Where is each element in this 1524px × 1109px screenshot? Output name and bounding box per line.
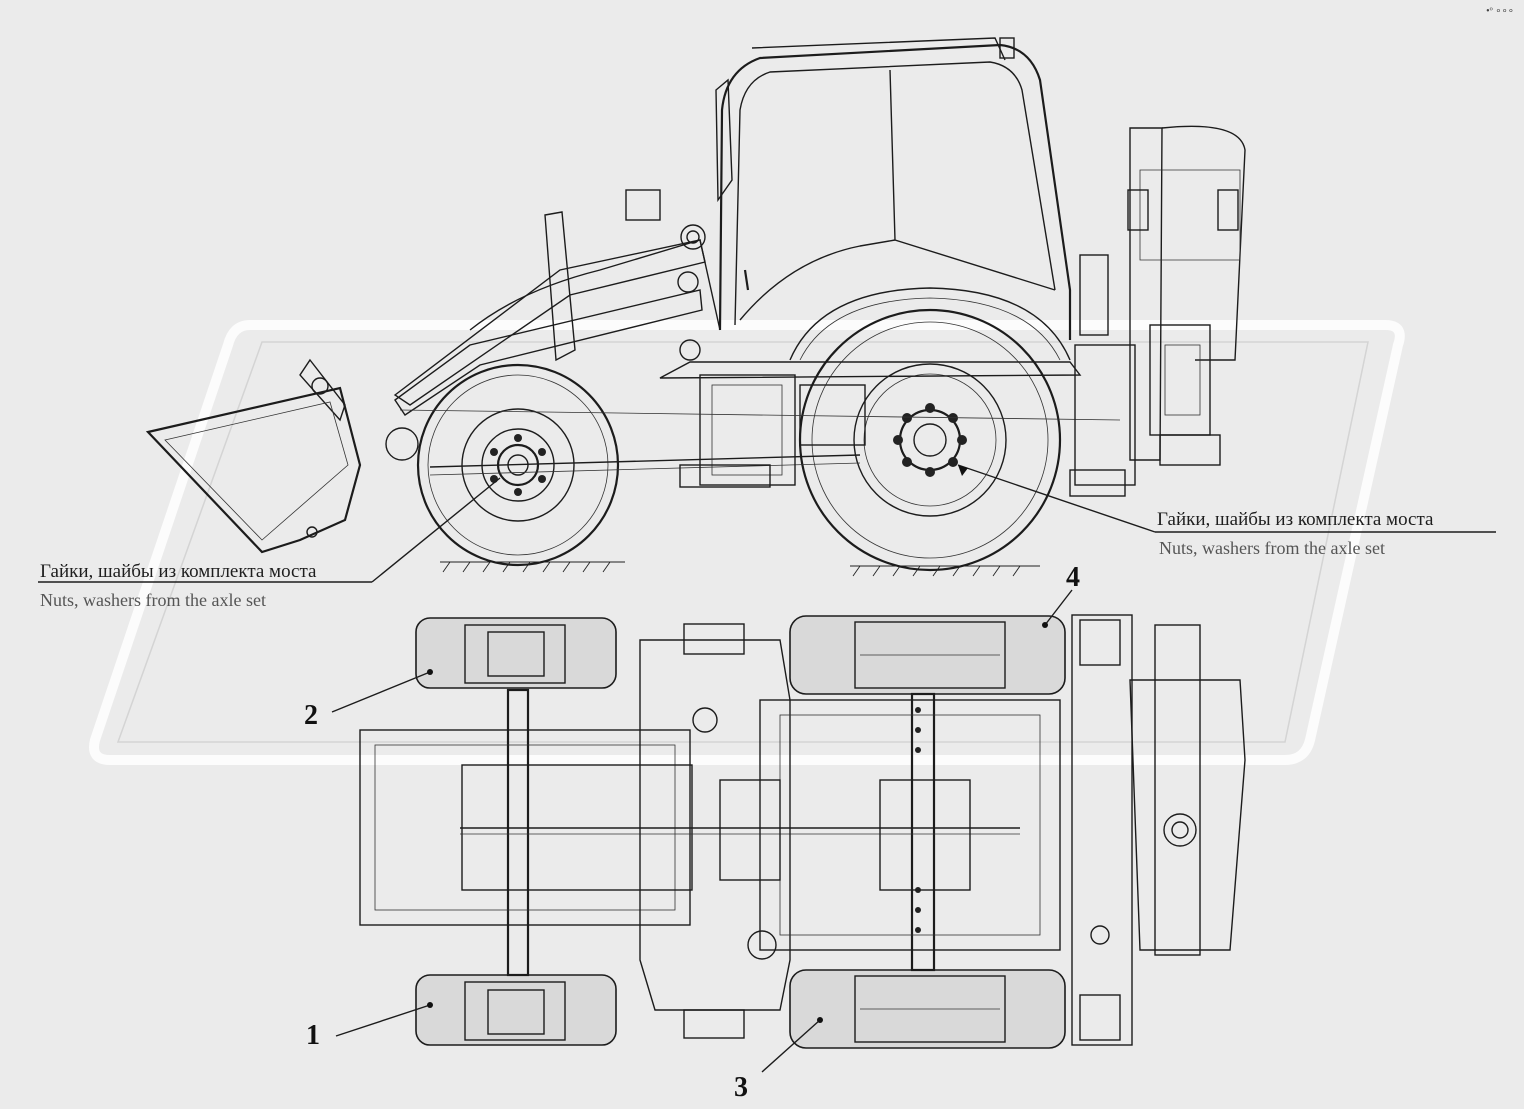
ground-right: [850, 565, 1040, 577]
callout-left-en: Nuts, washers from the axle set: [40, 590, 266, 610]
bucket: [145, 386, 419, 554]
leader-4: [1044, 589, 1073, 626]
leader-2: [331, 671, 431, 713]
leader-1: [335, 1004, 431, 1037]
front-tyre-bottom: [415, 974, 617, 1046]
callout-right-ru: Гайки, шайбы из комплекта моста: [1157, 509, 1434, 530]
leader-right: [957, 464, 1156, 533]
side-view: [38, 37, 1496, 583]
rear-tyre-top: [789, 615, 1066, 695]
callout-right-en: Nuts, washers from the axle set: [1159, 538, 1385, 558]
ground-left: [440, 561, 625, 573]
callout-left-ru: Гайки, шайбы из комплекта моста: [40, 561, 317, 582]
position-label-3: 3: [734, 1072, 748, 1103]
position-label-4: 4: [1066, 562, 1080, 593]
watermark-logo: [89, 320, 1405, 765]
corner-mark: •º ∘∘∘: [1486, 6, 1514, 17]
position-label-2: 2: [304, 700, 318, 731]
leader-3: [761, 1019, 821, 1073]
front-tyre-top: [415, 617, 617, 689]
loader-arm: [299, 211, 706, 422]
leader-left: [371, 477, 501, 583]
position-label-1: 1: [306, 1020, 320, 1051]
rear-wheel-side: [798, 308, 1062, 572]
backhoe-side: [1069, 125, 1246, 497]
cab: [715, 37, 1072, 340]
top-view: [331, 589, 1246, 1073]
rear-tyre-bottom: [789, 969, 1066, 1049]
backhoe-top: [1071, 614, 1246, 1046]
